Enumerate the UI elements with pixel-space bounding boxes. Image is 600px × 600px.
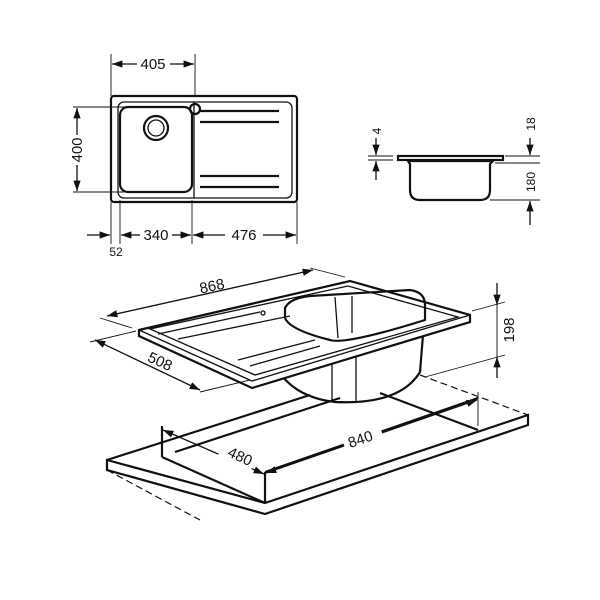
dim-4: 4 <box>370 127 384 134</box>
dim-198: 198 <box>501 317 518 342</box>
dim-476: 476 <box>231 227 256 244</box>
bowl-outline <box>118 105 194 194</box>
dim-405: 405 <box>140 56 165 73</box>
dim-400: 400 <box>69 137 86 162</box>
dim-18: 18 <box>524 117 538 131</box>
dim-340: 340 <box>143 227 168 244</box>
perspective-view: 868 508 198 840 480 <box>89 267 530 521</box>
dim-180: 180 <box>524 172 538 192</box>
dim-52: 52 <box>109 245 123 259</box>
dim-868: 868 <box>198 276 226 298</box>
top-view: 405 400 52 340 476 <box>69 54 299 259</box>
overflow-icon <box>188 102 202 116</box>
dim-840: 840 <box>346 428 375 452</box>
drain-icon <box>142 114 170 142</box>
side-view: 4 18 180 <box>368 117 540 225</box>
drainer-grooves <box>200 109 279 189</box>
